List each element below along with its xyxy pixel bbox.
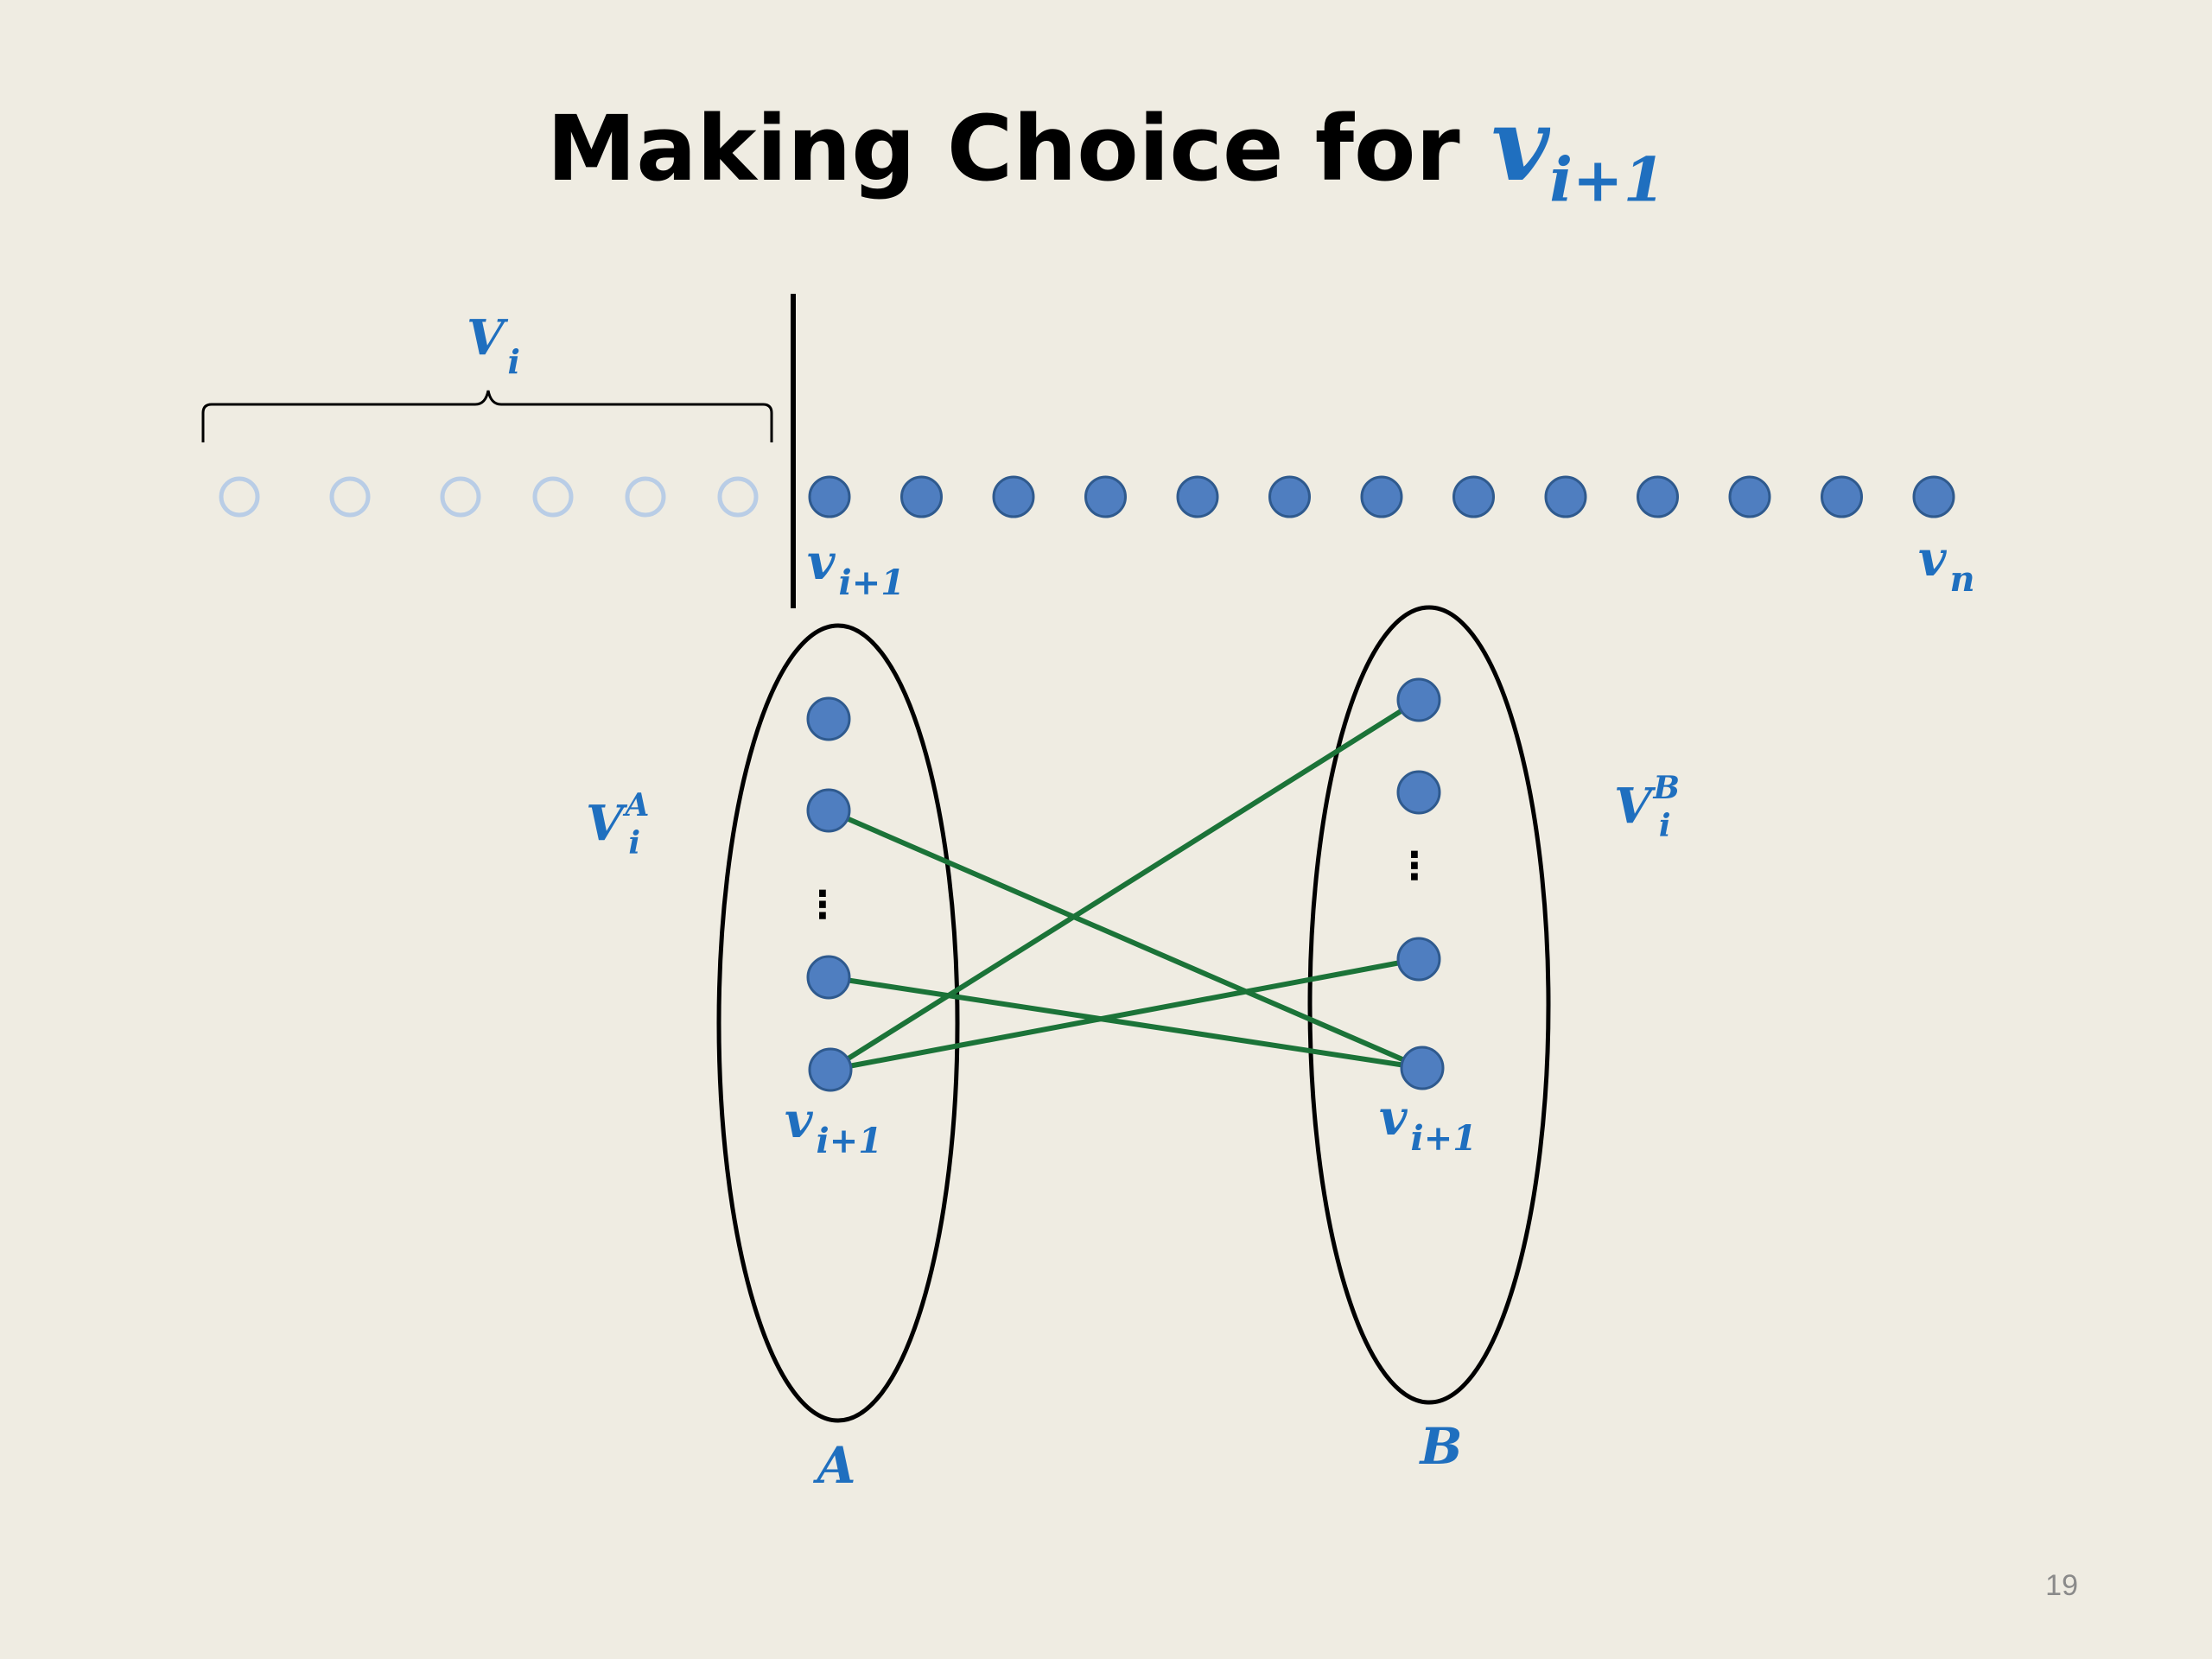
remaining-vertex-8	[1452, 475, 1495, 518]
partition-vertices	[806, 677, 1445, 1092]
processed-vertices	[219, 476, 759, 518]
set-a-vertex-4	[808, 1047, 853, 1092]
remaining-vertex-5	[1176, 475, 1219, 518]
set-b-vertex-4	[1400, 1046, 1445, 1090]
edge-a4-b3	[828, 957, 1421, 1072]
title-var: v	[1491, 86, 1550, 204]
set-b-name: B	[1418, 1417, 1462, 1476]
remaining-vertex-2	[900, 475, 943, 518]
set-a-name: A	[812, 1436, 855, 1495]
title-text: Making Choice for	[546, 96, 1491, 201]
page-number: 19	[2045, 1569, 2078, 1602]
edge-a4-b1	[828, 697, 1421, 1072]
slide-title: Making Choice for vi+1	[0, 86, 2212, 216]
remaining-vertex-7	[1360, 475, 1403, 518]
remaining-vertices	[808, 475, 1955, 518]
processed-vertex-3	[440, 476, 481, 518]
set-b-vertex-3	[1396, 937, 1441, 982]
remaining-vertex-11	[1728, 475, 1771, 518]
set-b-ellipsis: ⋮	[1395, 844, 1433, 888]
set-b-ellipse	[1307, 605, 1551, 1405]
set-b-vertex-1	[1396, 677, 1441, 722]
title-math: vi+1	[1491, 86, 1665, 216]
set-a-vertex-3	[806, 955, 851, 1000]
remaining-vertex-12	[1821, 475, 1863, 518]
processed-vertex-1	[219, 476, 260, 518]
edges	[826, 697, 1425, 1072]
set-a-ellipse	[716, 623, 960, 1423]
edge-a3-b4	[826, 975, 1425, 1071]
processed-vertex-4	[532, 476, 574, 518]
brace	[201, 390, 773, 442]
remaining-vertex-10	[1637, 475, 1679, 518]
remaining-vertex-13	[1912, 475, 1955, 518]
set-a-ellipsis: ⋮	[804, 883, 842, 927]
processed-vertex-2	[329, 476, 371, 518]
set-b-vertex-2	[1396, 770, 1441, 815]
remaining-vertex-6	[1268, 475, 1311, 518]
remaining-vertex-3	[992, 475, 1035, 518]
processed-vertex-5	[625, 476, 666, 518]
remaining-vertex-1	[808, 475, 851, 518]
title-sub: i+1	[1549, 143, 1666, 216]
remaining-vertex-4	[1084, 475, 1127, 518]
edge-a2-b4	[826, 808, 1425, 1071]
remaining-vertex-9	[1544, 475, 1587, 518]
set-a-vertex-2	[806, 788, 851, 833]
processed-vertex-6	[717, 476, 759, 518]
set-a-vertex-1	[806, 696, 851, 741]
